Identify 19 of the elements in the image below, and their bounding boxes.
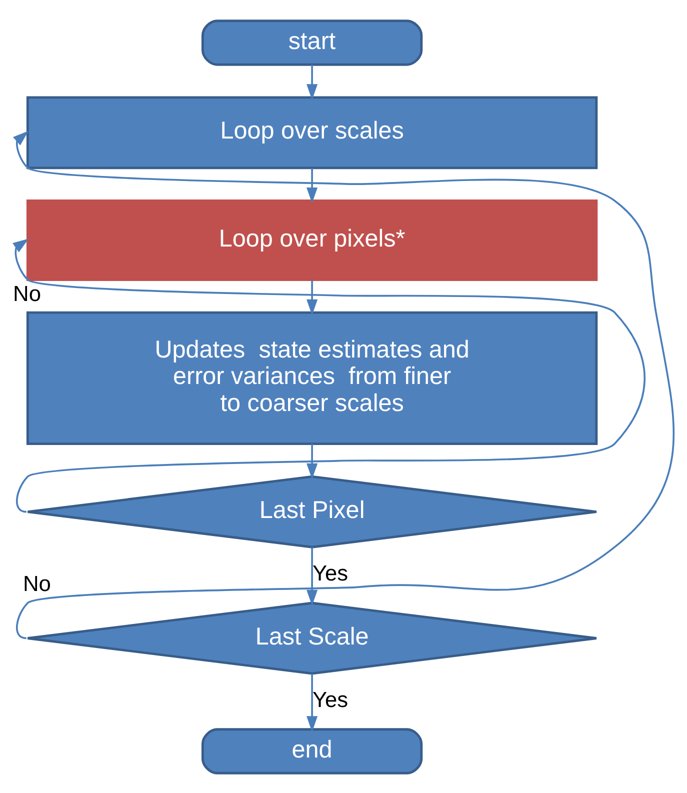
- arrow: [306, 279, 318, 315]
- node-diamond: Last Scale: [26, 601, 598, 674]
- edge-label: Yes: [312, 686, 348, 712]
- edge-label: No: [22, 570, 51, 596]
- arrow: [306, 443, 318, 479]
- node-box: Updates state estimates and error variances from finer to coarser scales: [26, 310, 598, 444]
- arrow: [306, 673, 318, 732]
- node-box: Loop over scales: [26, 96, 598, 169]
- node-box: start: [201, 19, 423, 66]
- node-box: Loop over pixels*: [26, 199, 598, 280]
- arrow: [306, 168, 318, 203]
- arrow: [306, 546, 318, 606]
- arrow: [12, 130, 674, 638]
- arrow: [306, 64, 318, 100]
- node-diamond: Last Pixel: [26, 474, 598, 548]
- edge-label: No: [13, 280, 42, 306]
- node-box: end: [201, 728, 423, 774]
- arrow: [12, 238, 646, 512]
- edge-label: Yes: [312, 560, 348, 585]
